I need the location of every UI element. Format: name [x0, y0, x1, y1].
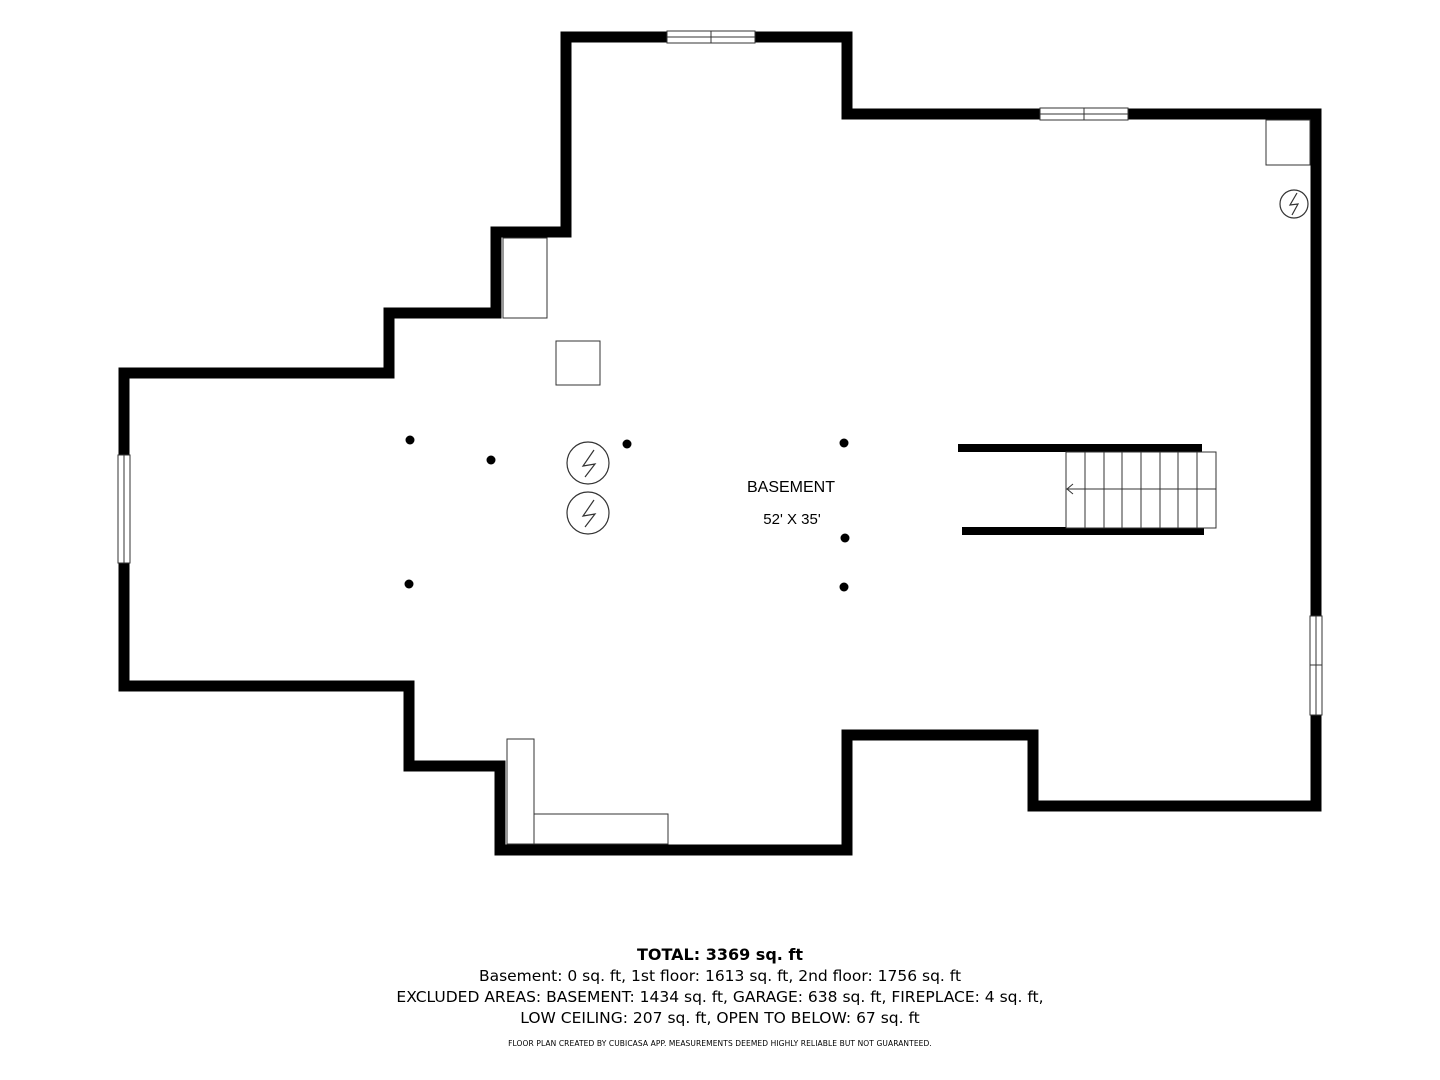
room-name-label: BASEMENT: [747, 479, 835, 496]
support-post-icon: [839, 582, 849, 592]
support-post-icon: [404, 579, 414, 589]
window-icon: [117, 454, 131, 564]
utility-box-center: [555, 340, 601, 386]
excluded-areas-line-1: EXCLUDED AREAS: BASEMENT: 1434 sq. ft, G…: [396, 988, 1044, 1006]
support-post-icon: [840, 533, 850, 543]
window-icon: [1039, 107, 1129, 121]
floor-areas: Basement: 0 sq. ft, 1st floor: 1613 sq. …: [478, 967, 962, 985]
excluded-areas-line-2: LOW CEILING: 207 sq. ft, OPEN TO BELOW: …: [520, 1009, 920, 1027]
room-dimensions-label: 52' X 35': [763, 511, 821, 528]
support-post-icon: [486, 455, 496, 465]
water-heater-icon: [1279, 189, 1309, 219]
water-heater-icon: [566, 441, 610, 485]
stair-arrow-icon: [1066, 483, 1216, 495]
staircase: [958, 444, 1217, 535]
total-area: TOTAL: 3369 sq. ft: [636, 945, 804, 964]
utility-box-top-right: [1265, 119, 1311, 166]
water-heater-icon: [566, 491, 610, 535]
support-post-icon: [839, 438, 849, 448]
support-post-icon: [405, 435, 415, 445]
utility-box-upper-left: [502, 237, 548, 319]
support-post-icon: [622, 439, 632, 449]
disclaimer: FLOOR PLAN CREATED BY CUBICASA APP. MEAS…: [508, 1039, 932, 1048]
window-icon: [1309, 615, 1323, 716]
cabinet-vertical: [506, 738, 535, 845]
area-summary: TOTAL: 3369 sq. ft Basement: 0 sq. ft, 1…: [0, 944, 1440, 1049]
window-icon: [666, 30, 756, 44]
cabinet-horizontal: [533, 813, 669, 845]
exterior-wall: [118, 31, 1322, 856]
